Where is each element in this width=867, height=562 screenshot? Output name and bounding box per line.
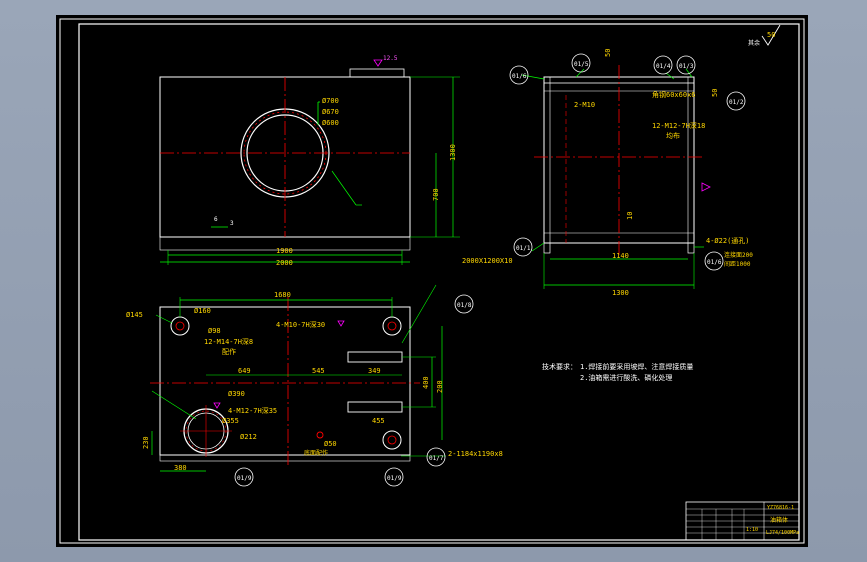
drawing-frame — [78, 23, 800, 541]
side-angle-steel: 角钢60x60x6 — [652, 90, 696, 99]
plan-thread-m12: 4-M12-7H深35 — [228, 406, 277, 415]
svg-text:6: 6 — [214, 216, 218, 223]
side-dim-1140: 1140 — [612, 252, 629, 260]
balloon-10: 01/9 — [237, 475, 252, 482]
drawing-canvas: Ø700 Ø670 Ø600 1300 700 1900 2000 12.5 6… — [59, 18, 805, 544]
plan-view: Ø145 Ø160 Ø98 12-M14-7H深8 配作 4-M10-7H深30… — [126, 284, 503, 472]
plan-dim-455: 455 — [372, 417, 385, 425]
plan-d355: Ø355 — [222, 417, 239, 425]
plan-bottom-label: 底面配作 — [304, 449, 328, 457]
top-roughness: 12.5 — [383, 55, 398, 62]
side-plate: 2000X1200X10 — [462, 257, 513, 265]
side-dim-10: 10 — [626, 212, 634, 220]
top-dim-1900: 1900 — [276, 247, 293, 255]
top-d670: Ø670 — [322, 108, 339, 116]
plan-thread-m14: 12-M14-7H深8 — [204, 337, 253, 346]
plan-dim-349: 349 — [368, 367, 381, 375]
plan-d98: Ø98 — [208, 327, 221, 335]
plan-dim-230: 230 — [142, 436, 150, 449]
side-view: 2-M10 角钢60x60x6 12-M12-7H深18 均布 10 50 50… — [462, 49, 753, 297]
side-dim-50b: 50 — [711, 89, 719, 97]
tech-req-line1: 1.焊接前要采用坡焊、注意焊接质量 — [580, 362, 693, 371]
balloon-4: 01/3 — [679, 63, 694, 70]
title-ref: LJ74/100MPa — [766, 530, 799, 536]
balloon-6: 01/1 — [516, 245, 531, 252]
corner-label: 其余 — [748, 39, 760, 47]
side-note-2: 间距1000 — [724, 260, 751, 268]
tech-req-line2: 2.油箱需进行酸洗、磷化处理 — [580, 373, 672, 382]
cad-drawing-viewport[interactable]: Ø700 Ø670 Ø600 1300 700 1900 2000 12.5 6… — [56, 15, 808, 547]
top-dim-1300: 1300 — [449, 144, 457, 161]
side-uniform: 均布 — [666, 131, 680, 140]
side-holes: 4-Ø22(通孔) — [706, 236, 750, 245]
side-dim-50: 50 — [604, 49, 612, 57]
balloon-1: 01/6 — [512, 73, 527, 80]
tech-req-title: 技术要求： — [542, 362, 577, 371]
plan-dim-200: 200 — [436, 380, 444, 393]
side-thread-12m12: 12-M12-7H深18 — [652, 121, 705, 130]
top-dim-2000: 2000 — [276, 259, 293, 267]
outer-border — [59, 18, 805, 544]
balloons: 01/6 01/5 01/4 01/3 01/2 01/1 01/6 01/8 … — [234, 53, 746, 487]
balloon-7: 01/6 — [707, 259, 722, 266]
plan-view-outline — [159, 306, 411, 456]
balloon-9: 01/7 — [429, 455, 444, 462]
plan-d160: Ø160 — [194, 307, 211, 315]
title-block: YZ76816-1 油箱体 LJ74/100MPa 1:10 — [685, 501, 800, 541]
corner-roughness: 其余 50 — [748, 24, 781, 47]
title-code: YZ76816-1 — [767, 505, 794, 511]
balloon-5: 01/2 — [729, 99, 744, 106]
plan-d50: Ø50 — [324, 440, 337, 448]
top-view: Ø700 Ø670 Ø600 1300 700 1900 2000 12.5 6… — [159, 55, 460, 267]
title-scale: 1:10 — [746, 527, 758, 533]
side-dim-1300: 1300 — [612, 289, 629, 297]
plan-thread-m14b: 配作 — [222, 347, 236, 356]
balloon-2: 01/5 — [574, 61, 589, 68]
balloon-8: 01/8 — [457, 302, 472, 309]
side-note-1: 连接面200 — [724, 251, 753, 259]
plan-d390: Ø390 — [228, 390, 245, 398]
plan-thread-m10: 4-M10-7H深30 — [276, 320, 325, 329]
plan-dim-400: 400 — [422, 376, 430, 389]
balloon-3: 01/4 — [656, 63, 671, 70]
title-name: 油箱体 — [770, 516, 788, 524]
top-view-flange — [349, 68, 405, 78]
plan-slot: 2-1184x1190x8 — [448, 450, 503, 458]
plan-dim-380: 380 — [174, 464, 187, 472]
plan-d145: Ø145 — [126, 311, 143, 319]
balloon-11: 01/9 — [387, 475, 402, 482]
top-dim-700: 700 — [432, 188, 440, 201]
corner-value: 50 — [767, 31, 775, 39]
top-d700: Ø700 — [322, 97, 339, 105]
side-thread-2m10: 2-M10 — [574, 101, 595, 109]
svg-text:3: 3 — [230, 220, 234, 227]
plan-dim-545: 545 — [312, 367, 325, 375]
plan-dim-1680: 1680 — [274, 291, 291, 299]
plan-dim-649: 649 — [238, 367, 251, 375]
top-d600: Ø600 — [322, 119, 339, 127]
plan-d212: Ø212 — [240, 433, 257, 441]
tech-requirements: 技术要求： 1.焊接前要采用坡焊、注意焊接质量 2.油箱需进行酸洗、磷化处理 — [542, 362, 693, 382]
